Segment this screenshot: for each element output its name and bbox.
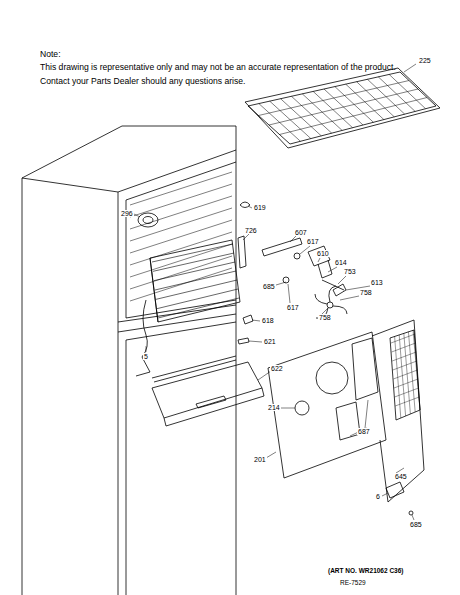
defrost-heater-and-wires: [136, 300, 253, 382]
callout-number: 685: [409, 521, 423, 528]
callout-number: 685: [262, 283, 276, 290]
callout-number: 758: [318, 314, 332, 321]
stroke: [130, 172, 232, 205]
callout-number: 5: [143, 353, 149, 360]
note-text: Note:: [40, 50, 61, 59]
callout-number: 225: [418, 57, 432, 64]
freezer-shelf: [245, 68, 440, 148]
stroke: [130, 196, 232, 229]
stroke: [280, 98, 428, 135]
callout-number: 613: [370, 279, 384, 286]
stroke: [157, 289, 238, 309]
air-duct: [372, 320, 424, 502]
evaporator-tubes: [152, 244, 239, 318]
stroke: [130, 244, 232, 277]
callout-number: 296: [120, 210, 134, 217]
stroke: [154, 262, 235, 281]
art-number: RE-7529: [340, 580, 366, 587]
fan-motor: [308, 246, 347, 318]
evaporator-cover: [268, 332, 386, 478]
callout-number: 617: [306, 238, 320, 245]
stroke: [413, 330, 420, 410]
stroke: [395, 397, 419, 406]
callout-number: 645: [394, 473, 408, 480]
stroke: [130, 220, 232, 253]
stroke: [395, 388, 419, 397]
damper-part: [386, 482, 413, 515]
art-number: (ART NO. WR21062 C36): [328, 568, 404, 575]
light-and-socket: [138, 202, 250, 227]
stroke: [130, 208, 232, 241]
stroke: [395, 336, 401, 418]
stroke: [269, 89, 418, 125]
freezer-pan: [152, 362, 264, 426]
callout-number: 607: [294, 229, 308, 236]
stroke: [259, 81, 410, 116]
callout-number: 621: [263, 338, 277, 345]
stroke: [156, 280, 237, 299]
stroke: [130, 184, 232, 217]
stroke: [399, 335, 405, 416]
callout-number: 614: [334, 259, 348, 266]
stroke: [394, 379, 418, 388]
callout-number: 201: [253, 456, 267, 463]
callout-number: 6: [375, 493, 381, 500]
callout-number: 617: [286, 304, 300, 311]
cabinet: [22, 126, 236, 595]
note-text: Contact your Parts Dealer should any que…: [40, 77, 245, 86]
callout-number: 726: [244, 227, 258, 234]
callout-number: 618: [261, 317, 275, 324]
stroke: [130, 232, 232, 265]
evaporator: [150, 240, 240, 322]
stroke: [153, 253, 234, 271]
stroke: [158, 298, 239, 318]
callout-number: 687: [357, 428, 371, 435]
callout-number: 610: [316, 250, 330, 257]
callout-number: 214: [267, 404, 281, 411]
duct-grille: [391, 330, 420, 418]
evap-cover-brackets: [238, 236, 302, 283]
note-text: This drawing is representative only and …: [40, 63, 396, 72]
freezer-liner-ribs: [130, 172, 232, 301]
callout-number: 622: [270, 365, 284, 372]
callout-number: 619: [253, 204, 267, 211]
stroke: [393, 370, 417, 379]
stroke: [130, 268, 232, 301]
shelf-wires: [259, 74, 428, 141]
stroke: [155, 271, 236, 290]
callout-number: 758: [359, 289, 373, 296]
callout-number: 753: [343, 268, 357, 275]
stroke: [152, 244, 233, 262]
leader-lines: [134, 64, 416, 520]
